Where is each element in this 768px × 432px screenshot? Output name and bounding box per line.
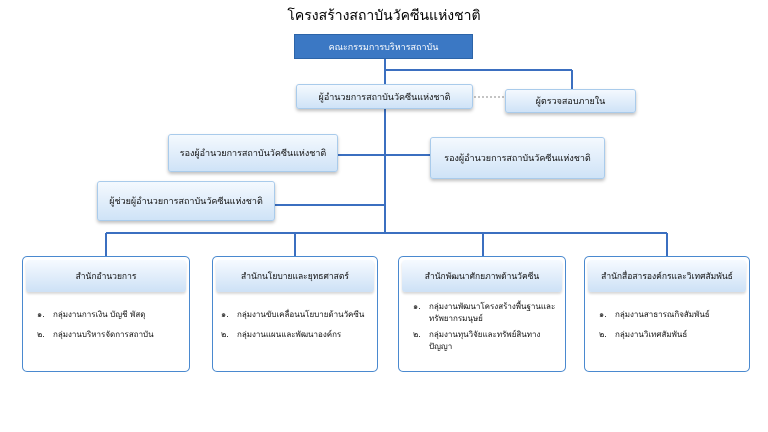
- office-card-administration: สำนักอำนวยการ ๑.กลุ่มงานการเงิน บัญชี พั…: [22, 256, 190, 372]
- list-item: ๒.กลุ่มงานวิเทศสัมพันธ์: [599, 330, 688, 339]
- list-item: ๑.กลุ่มงานสาธารณกิจสัมพันธ์: [599, 310, 710, 319]
- office-card-communication: สำนักสื่อสารองค์กรและวิเทศสัมพันธ์ ๑.กลุ…: [584, 256, 750, 372]
- office-card-vaccine-capacity: สำนักพัฒนาศักยภาพด้านวัคซีน ๑.กลุ่มงานพั…: [398, 256, 566, 372]
- list-item: ๑.กลุ่มงานการเงิน บัญชี พัสดุ: [37, 310, 146, 319]
- assistant-director-box: ผู้ช่วยผู้อำนวยการสถาบันวัคซีนแห่งชาติ: [97, 181, 275, 221]
- office-title: สำนักสื่อสารองค์กรและวิเทศสัมพันธ์: [588, 260, 746, 292]
- office-title: สำนักนโยบายและยุทธศาสตร์: [216, 260, 374, 292]
- deputy-director-left-box: รองผู้อำนวยการสถาบันวัคซีนแห่งชาติ: [168, 134, 338, 172]
- list-item: ๑.กลุ่มงานพัฒนาโครงสร้างพื้นฐานและทรัพยา…: [413, 302, 556, 323]
- auditor-box: ผู้ตรวจสอบภายใน: [505, 89, 636, 113]
- board-box: คณะกรรมการบริหารสถาบัน: [294, 34, 473, 59]
- group-list: ๑.กลุ่มงานพัฒนาโครงสร้างพื้นฐานและทรัพยา…: [399, 301, 565, 353]
- group-list: ๑.กลุ่มงานการเงิน บัญชี พัสดุ ๒.กลุ่มงาน…: [23, 309, 189, 341]
- group-list: ๑.กลุ่มงานสาธารณกิจสัมพันธ์ ๒.กลุ่มงานวิ…: [585, 309, 749, 341]
- director-box: ผู้อำนวยการสถาบันวัคซีนแห่งชาติ: [296, 84, 473, 109]
- list-item: ๒.กลุ่มงานทุนวิจัยและทรัพย์สินทางปัญญา: [413, 330, 541, 351]
- list-item: ๒.กลุ่มงานแผนและพัฒนาองค์กร: [221, 330, 342, 339]
- office-card-policy-strategy: สำนักนโยบายและยุทธศาสตร์ ๑.กลุ่มงานขับเค…: [212, 256, 378, 372]
- office-title: สำนักอำนวยการ: [26, 260, 186, 292]
- page-title: โครงสร้างสถาบันวัคซีนแห่งชาติ: [287, 8, 481, 24]
- list-item: ๒.กลุ่มงานบริหารจัดการสถาบัน: [37, 330, 154, 339]
- group-list: ๑.กลุ่มงานขับเคลื่อนนโยบายด้านวัคซีน ๒.ก…: [213, 309, 377, 341]
- deputy-director-right-box: รองผู้อำนวยการสถาบันวัคซีนแห่งชาติ: [430, 137, 605, 179]
- list-item: ๑.กลุ่มงานขับเคลื่อนนโยบายด้านวัคซีน: [221, 310, 365, 319]
- office-title: สำนักพัฒนาศักยภาพด้านวัคซีน: [402, 260, 562, 292]
